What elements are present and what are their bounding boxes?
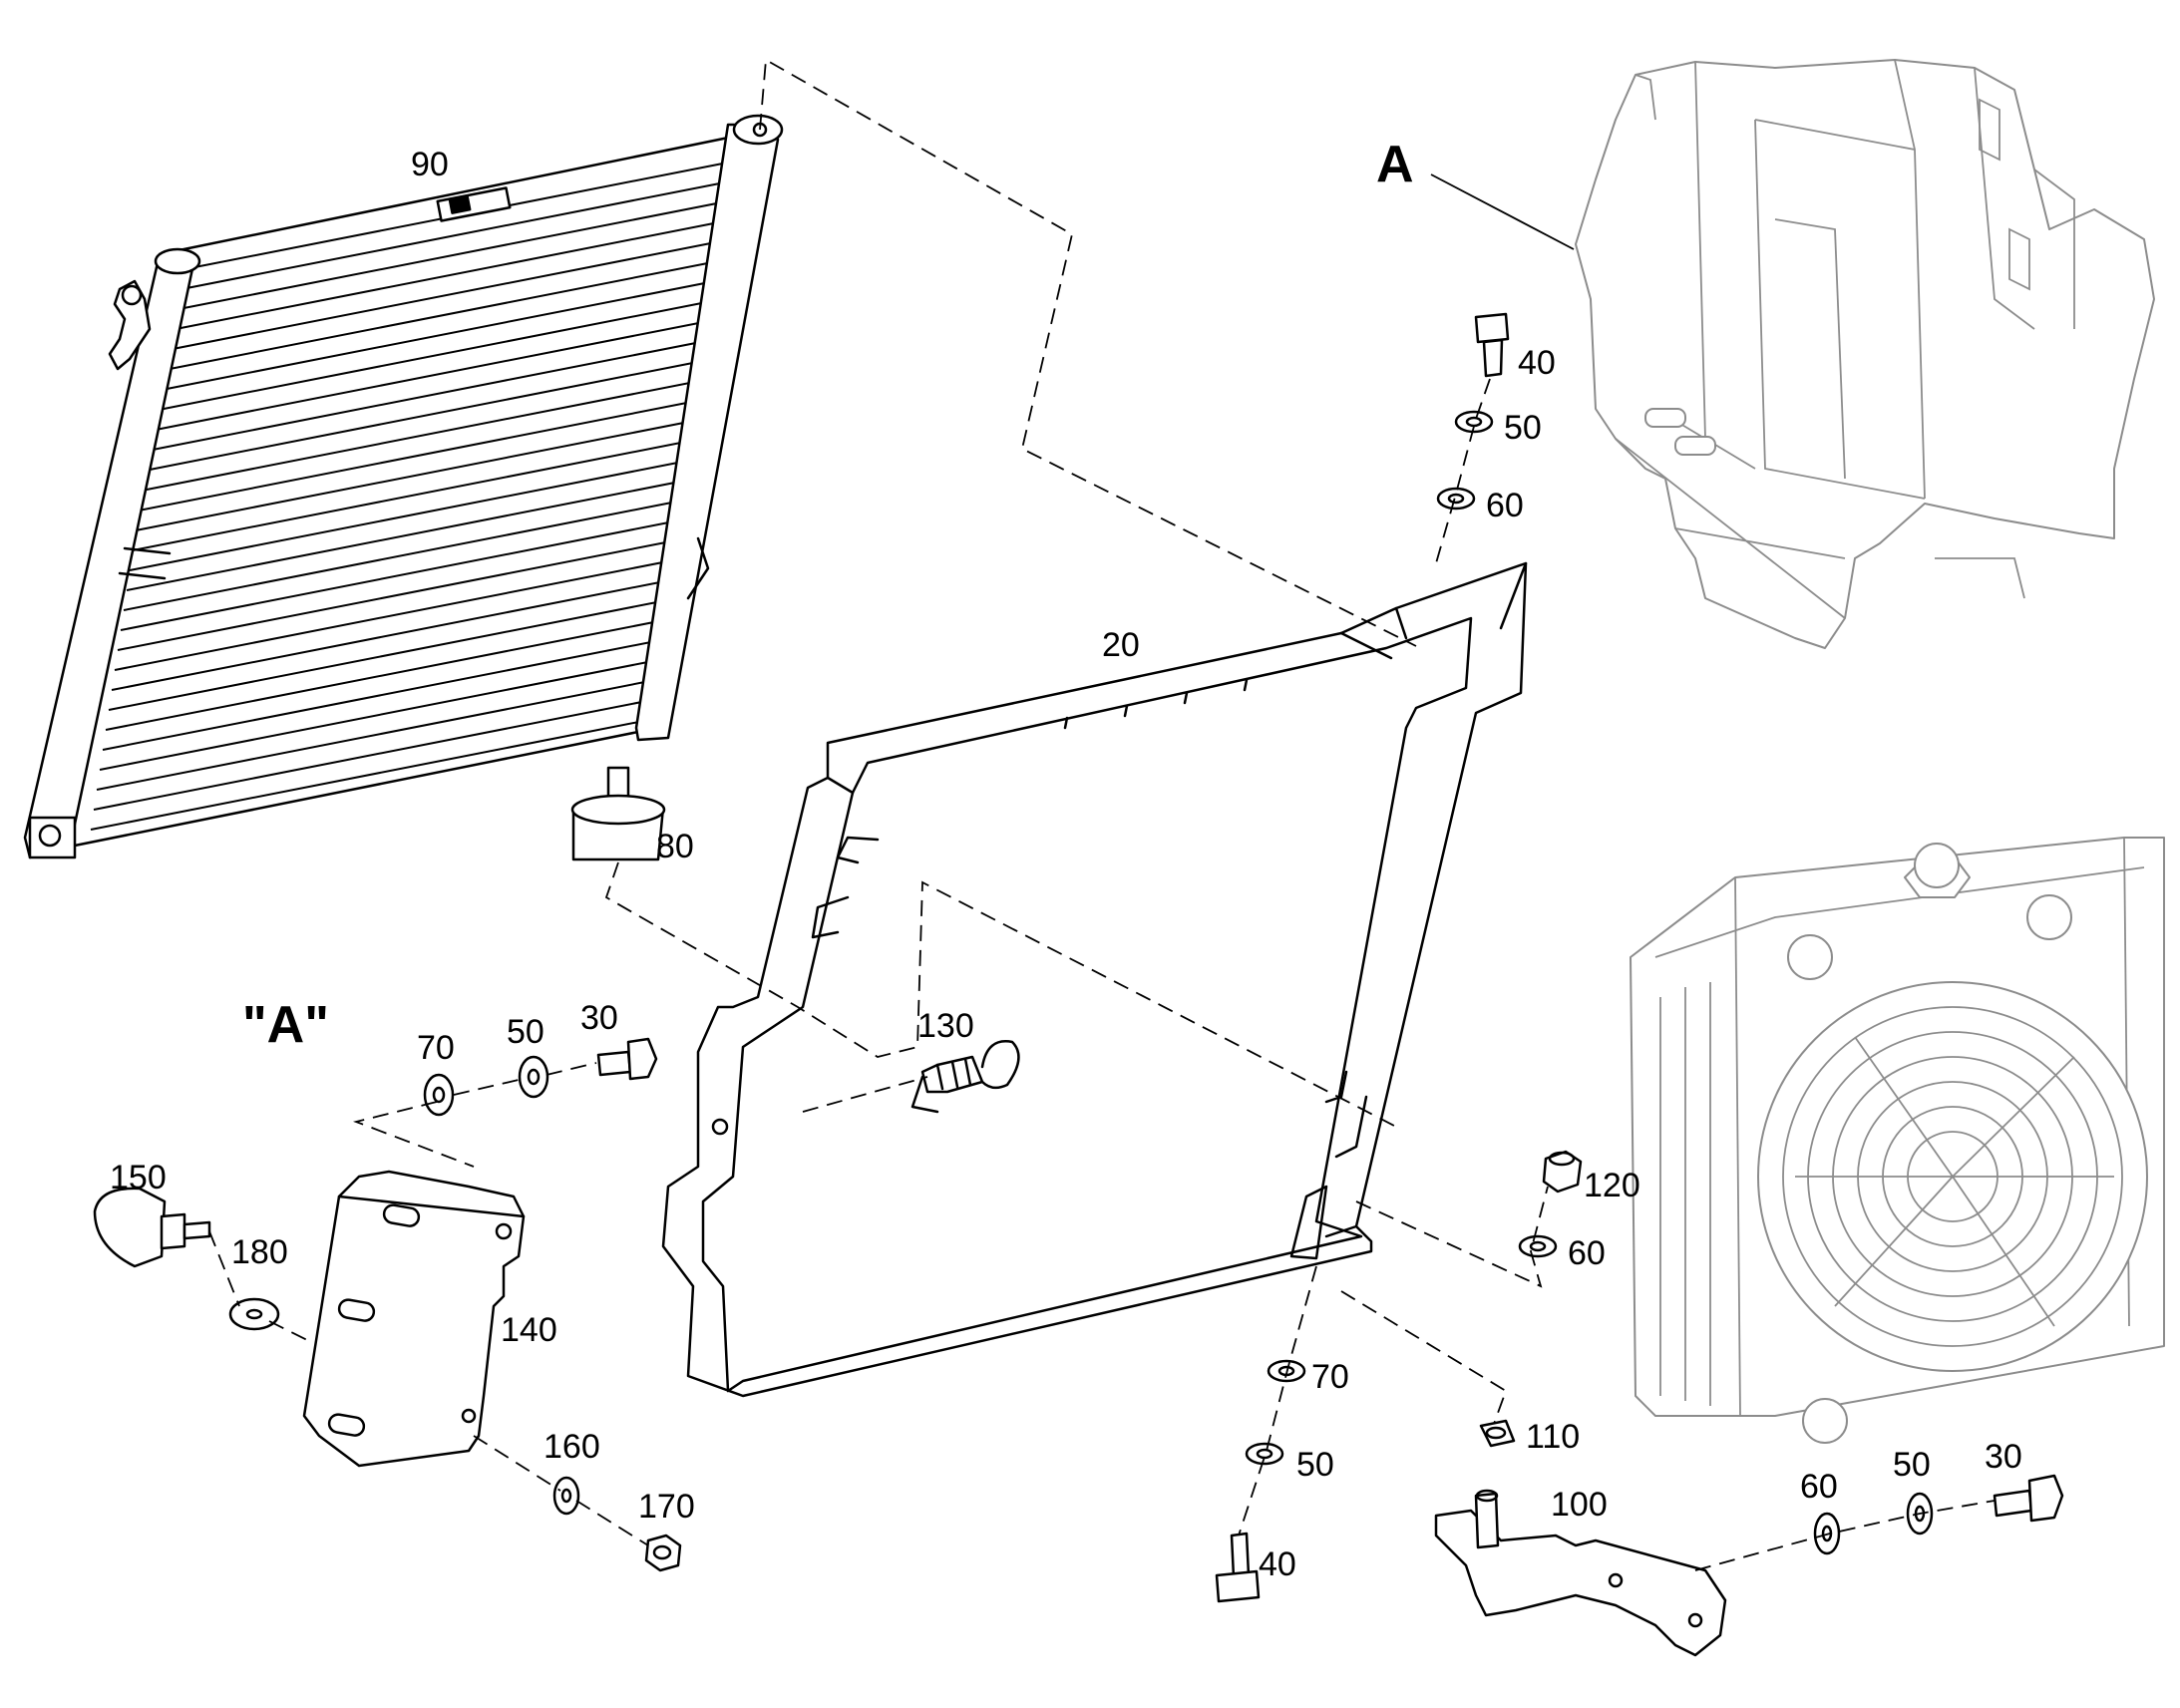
callout-50-left: 50 (507, 1013, 545, 1051)
rubber-mount-80 (570, 766, 666, 861)
assembly-lines (208, 58, 1996, 1571)
callout-110: 110 (1526, 1418, 1580, 1456)
callout-130: 130 (917, 1007, 974, 1045)
bracket-100 (1434, 1489, 1727, 1657)
callout-60-bottom: 60 (1800, 1468, 1838, 1506)
frame-20 (661, 561, 1528, 1398)
washer-160 (552, 1476, 580, 1516)
callout-100: 100 (1551, 1486, 1608, 1524)
nut-120 (1542, 1150, 1583, 1194)
detail-view-label: "A" (242, 996, 329, 1054)
washer-60-mid (1518, 1234, 1558, 1258)
pressure-switch-130 (920, 1040, 1020, 1094)
bolt-40-top (1474, 312, 1510, 378)
callout-labels: A "A" 90 80 20 130 40 50 60 120 60 70 50… (110, 136, 2022, 1583)
condenser-90 (23, 114, 784, 859)
callout-40-top: 40 (1518, 344, 1556, 382)
callout-90: 90 (411, 146, 449, 183)
shroud-assembly-ghost (1575, 59, 2155, 649)
callout-150: 150 (110, 1159, 167, 1196)
callout-50-bottom: 50 (1893, 1446, 1931, 1484)
callout-80: 80 (656, 828, 694, 865)
callout-180: 180 (231, 1233, 288, 1271)
callout-120: 120 (1584, 1167, 1640, 1204)
callout-50-mid: 50 (1296, 1446, 1334, 1484)
callout-20: 20 (1102, 626, 1140, 664)
bolt-30-bottom (1993, 1474, 2064, 1523)
callout-30-left: 30 (580, 999, 618, 1037)
washer-180 (228, 1297, 280, 1331)
callout-60-mid: 60 (1568, 1234, 1606, 1272)
washer-70-left (423, 1073, 455, 1117)
callout-160: 160 (544, 1428, 600, 1466)
callout-70-left: 70 (417, 1029, 455, 1067)
callout-170: 170 (638, 1488, 695, 1526)
clip-110 (1479, 1419, 1516, 1448)
washer-50-left (518, 1055, 549, 1099)
bolt-30-left (596, 1037, 658, 1081)
callout-140: 140 (501, 1311, 557, 1349)
washer-50-mid (1245, 1442, 1284, 1466)
radiator-fan-ghost (1630, 837, 2165, 1444)
bolt-40-bottom (1215, 1532, 1261, 1603)
plate-140 (302, 1170, 526, 1468)
callout-60-top: 60 (1486, 487, 1524, 524)
detail-ref-label: A (1376, 136, 1414, 193)
nut-170 (644, 1534, 682, 1572)
callout-30-bottom: 30 (1985, 1438, 2022, 1476)
bumper-150 (93, 1187, 211, 1268)
callout-70-mid: 70 (1311, 1358, 1349, 1396)
washer-60-top (1436, 487, 1476, 511)
callout-50-top: 50 (1504, 409, 1542, 447)
washer-50-top (1454, 410, 1494, 434)
callout-40-bottom: 40 (1259, 1545, 1296, 1583)
